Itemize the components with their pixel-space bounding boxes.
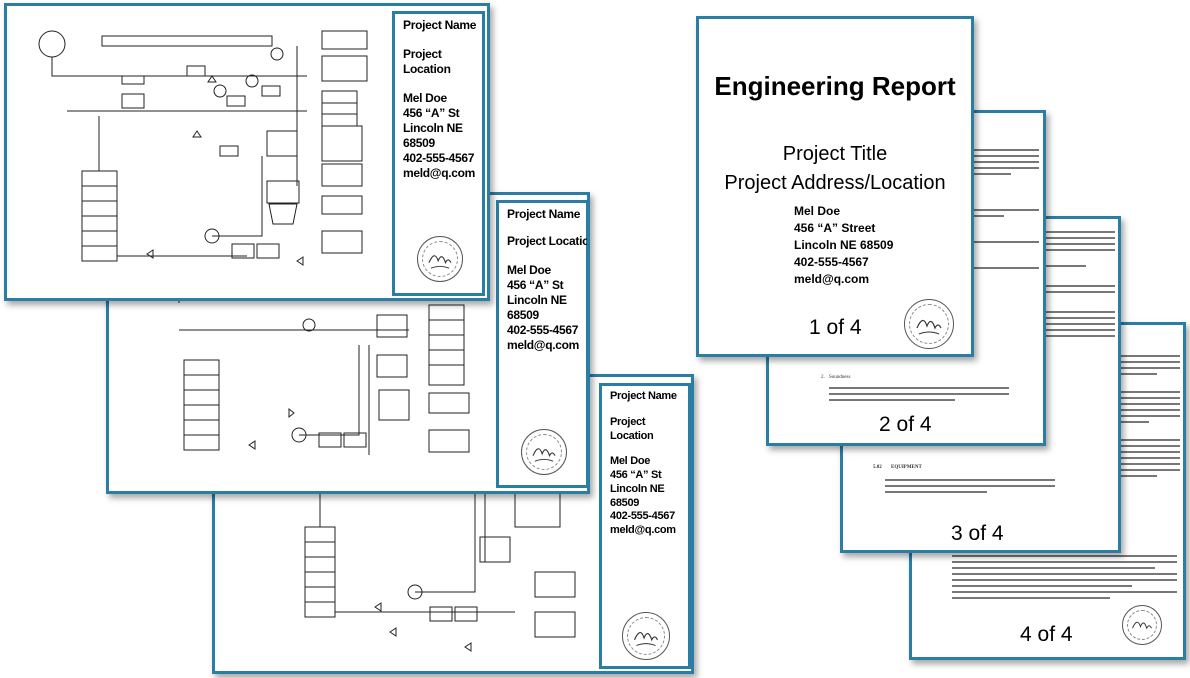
engineer-seal-icon [1122, 605, 1162, 645]
engineer-city: Lincoln NE 68509 [794, 238, 894, 252]
project-location-line-1: Project [403, 47, 442, 61]
engineer-phone: 402-555-4567 [794, 255, 869, 269]
engineer-zip: 68509 [507, 308, 539, 322]
project-location-label: Project Location [507, 234, 590, 248]
page-body-text [952, 555, 1177, 603]
engineer-zip: 68509 [610, 496, 640, 509]
engineer-street: 456 “A” St [507, 278, 564, 292]
engineer-street: 456 “A” Street [794, 221, 876, 235]
engineer-zip: 68509 [403, 136, 435, 150]
report-heading: Engineering Report [714, 71, 956, 101]
project-name-label: Project Name [610, 390, 677, 402]
page-body-text-right [969, 149, 1039, 273]
engineer-email: meld@q.com [794, 272, 870, 286]
engineer-seal-icon [904, 299, 954, 349]
title-block-1: Project Name Project Location Mel Doe 45… [392, 11, 485, 296]
engineer-city: Lincoln NE [610, 482, 665, 495]
schematic-diagram [38, 30, 368, 266]
project-address: Project Address/Location [724, 172, 946, 194]
page-body-text-right [1102, 355, 1180, 481]
project-location-line-1: Project [610, 415, 646, 428]
page-number: 4 of 4 [1020, 623, 1073, 646]
page-body-text-right [1043, 231, 1115, 341]
project-name-label: Project Name [507, 207, 581, 221]
engineer-name: Mel Doe [403, 91, 447, 105]
page-number: 1 of 4 [809, 316, 862, 339]
project-title: Project Title [782, 143, 888, 165]
page-body-text [829, 387, 1009, 405]
engineer-city: Lincoln NE [507, 293, 567, 307]
engineer-phone: 402-555-4567 [403, 151, 475, 165]
section-heading: EQUIPMENT [891, 465, 922, 470]
engineer-street: 456 “A” St [403, 106, 460, 120]
item-number: 2. [821, 375, 825, 380]
engineer-city: Lincoln NE [403, 121, 463, 135]
engineer-contact: Mel Doe 456 “A” Street Lincoln NE 68509 … [794, 203, 893, 288]
engineer-email: meld@q.com [507, 338, 580, 352]
page-number: 2 of 4 [879, 413, 932, 436]
engineer-name: Mel Doe [794, 204, 841, 218]
title-block-3: Project Name Project Location Mel Doe 45… [599, 383, 691, 669]
engineer-name: Mel Doe [610, 455, 651, 468]
engineer-phone: 402-555-4567 [610, 510, 675, 523]
page-body-text [885, 479, 1055, 497]
section-number: 5.02 [873, 465, 882, 470]
page-number: 3 of 4 [951, 522, 1004, 545]
engineer-street: 456 “A” St [610, 469, 662, 481]
project-name-label: Project Name [403, 18, 477, 32]
engineer-email: meld@q.com [610, 524, 676, 536]
title-block-2: Project Name Project Location Mel Doe 45… [496, 200, 590, 488]
engineer-seal-icon [521, 429, 567, 475]
engineer-seal-icon [417, 236, 463, 282]
item-heading: Soundness [829, 375, 851, 380]
engineer-name: Mel Doe [507, 263, 551, 277]
schematic-sheet-1: Project Name Project Location Mel Doe 45… [4, 3, 490, 301]
project-location-line-2: Location [610, 429, 654, 442]
report-page-1-cover: Engineering Report Project Title Project… [696, 16, 974, 357]
engineer-phone: 402-555-4567 [507, 323, 579, 337]
engineer-email: meld@q.com [403, 166, 476, 180]
engineer-seal-icon [622, 612, 670, 660]
project-location-line-2: Location [403, 62, 451, 76]
